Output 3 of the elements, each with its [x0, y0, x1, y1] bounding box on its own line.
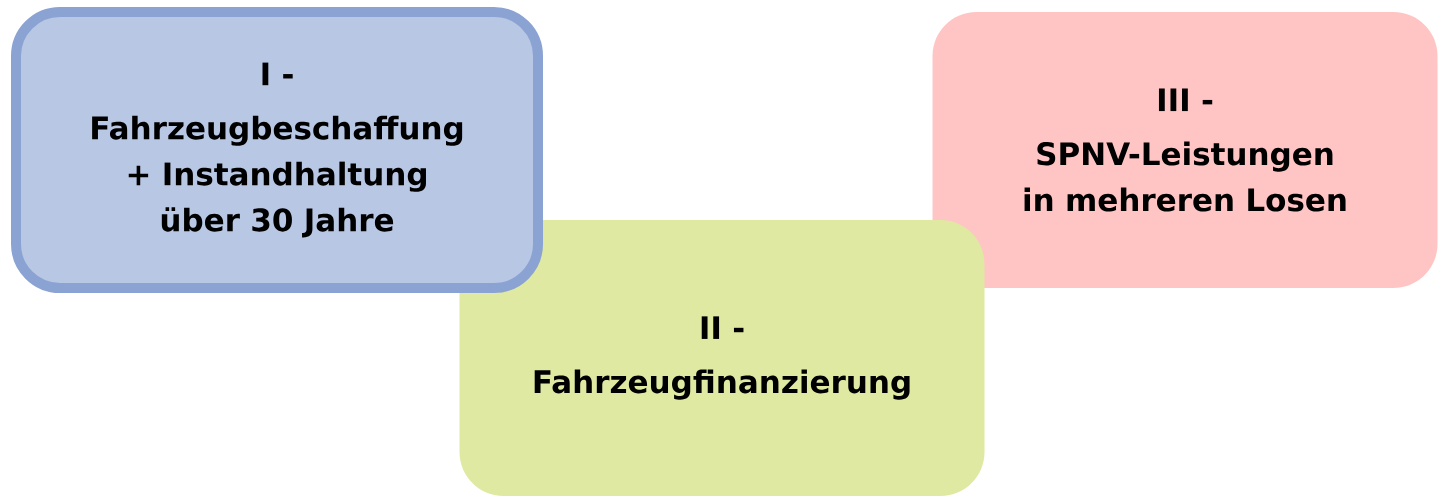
label-box: I - Fahrzeugbeschaffung + Instandhaltung über 30 Jahre [11, 7, 543, 293]
label-box: II - Fahrzeugfinanzierung [459, 220, 985, 496]
label-box: III - SPNV-Leistungen in mehreren Losen [932, 12, 1438, 288]
